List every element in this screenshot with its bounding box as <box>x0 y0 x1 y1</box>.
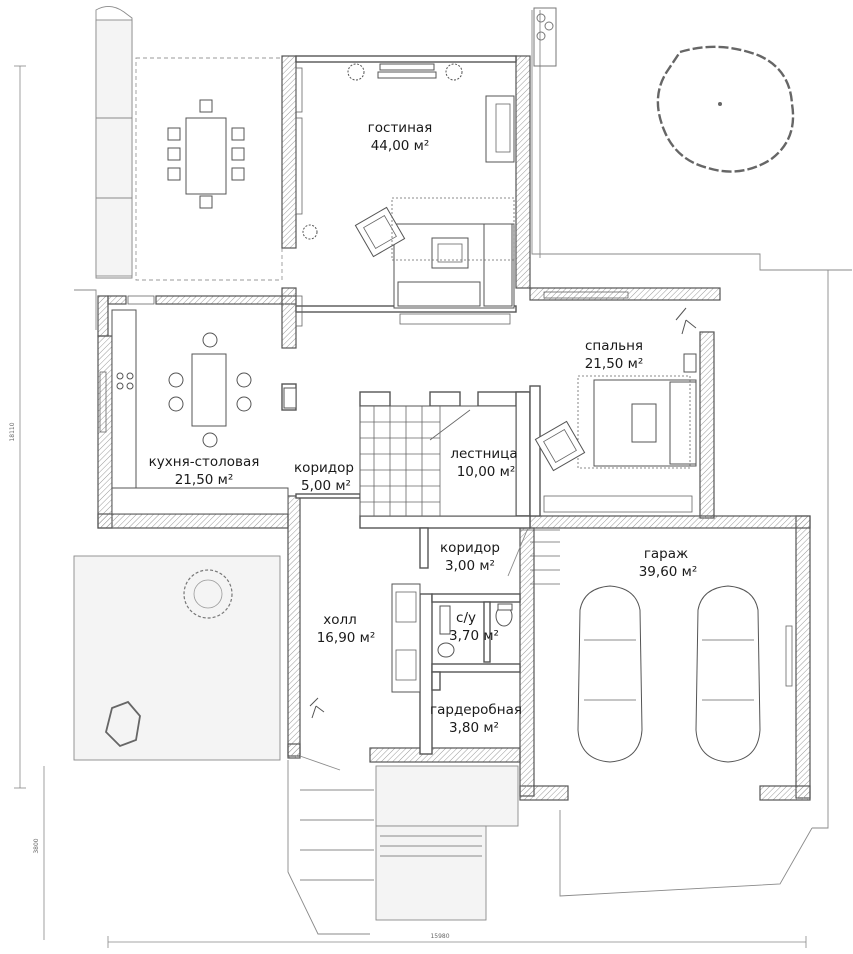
garage-name: гараж <box>644 546 688 562</box>
bedroom-furniture <box>534 353 697 472</box>
bedroom-area: 21,50 м² <box>585 356 644 372</box>
living-room-name: гостиная <box>368 120 433 136</box>
kitchen-furniture <box>111 309 297 515</box>
terrace-dining <box>167 99 245 209</box>
shrub-icon <box>183 569 233 619</box>
room-labels: гостиная 44,00 м² спальня 21,50 м² лестн… <box>149 120 698 736</box>
wardrobe-area: 3,80 м² <box>449 720 499 736</box>
entrance-steps <box>375 825 487 921</box>
path-strip <box>95 19 133 277</box>
bathroom-name: с/у <box>456 610 476 626</box>
hall-furniture <box>299 527 529 771</box>
living-furniture <box>354 63 515 309</box>
hall-area: 16,90 м² <box>317 630 376 646</box>
kitchen-area: 21,50 м² <box>175 472 234 488</box>
stairs-name: лестница <box>450 446 517 462</box>
hall-name: холл <box>323 612 357 628</box>
stairs-area: 10,00 м² <box>457 464 516 480</box>
dimension-total-height: 18110 <box>9 422 16 441</box>
corridor1-area: 5,00 м² <box>301 478 351 494</box>
living-room-area: 44,00 м² <box>371 138 430 154</box>
dining-terrace <box>135 57 283 281</box>
staircase <box>359 405 560 585</box>
exterior-walls <box>97 55 811 801</box>
dimension-bottom-height: 3800 <box>33 838 40 853</box>
garage-cars <box>577 585 761 763</box>
bedroom-name: спальня <box>585 338 643 354</box>
planter-icon <box>533 7 557 67</box>
corridor2-area: 3,00 м² <box>445 558 495 574</box>
tree-icon <box>656 45 795 173</box>
wardrobe-name: гардеробная <box>430 702 522 718</box>
entrance-porch <box>375 765 519 827</box>
plant-icon <box>302 63 697 719</box>
windows <box>99 67 793 687</box>
site-outline <box>73 6 852 935</box>
kitchen-name: кухня-столовая <box>149 454 260 470</box>
corridor1-name: коридор <box>294 460 354 476</box>
stone-icon <box>105 700 141 748</box>
dimension-lines <box>14 65 807 948</box>
bathroom-area: 3,70 м² <box>449 628 499 644</box>
dimension-total-width: 15980 <box>430 933 449 940</box>
garden-terrace <box>73 555 281 761</box>
garage-area: 39,60 м² <box>639 564 698 580</box>
corridor2-name: коридор <box>440 540 500 556</box>
